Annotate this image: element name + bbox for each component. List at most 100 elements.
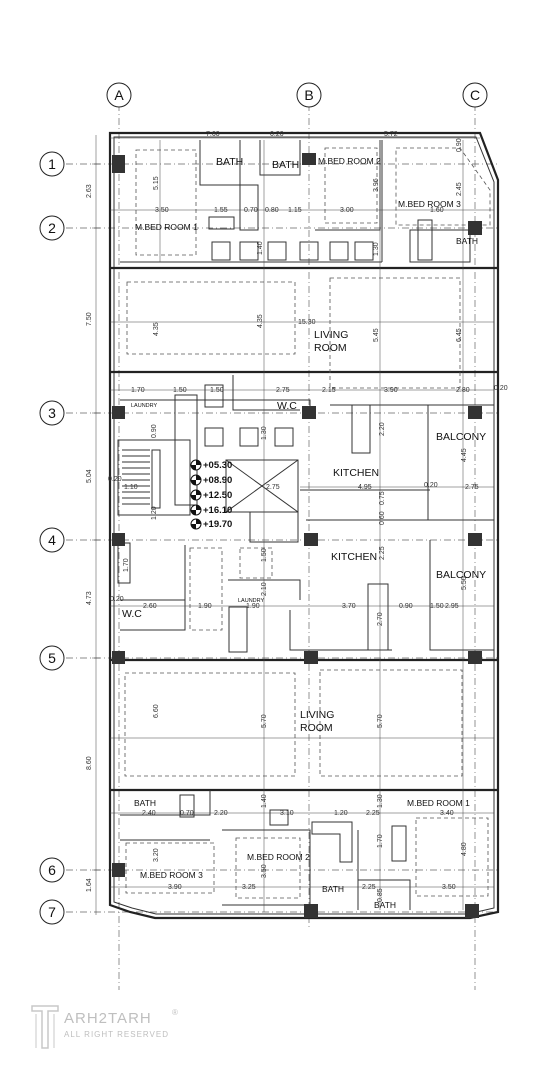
grid-label-3: 3 xyxy=(48,405,56,421)
grid-bubbles: A B C 1 2 3 4 5 6 7 xyxy=(39,82,488,925)
room-kitchen-top: KITCHEN xyxy=(333,467,379,479)
svg-text:1.20: 1.20 xyxy=(334,810,348,817)
svg-text:2.15: 2.15 xyxy=(322,387,336,394)
svg-text:5.70: 5.70 xyxy=(377,714,384,728)
room-kitchen-bottom: KITCHEN xyxy=(331,551,377,563)
svg-text:0.70: 0.70 xyxy=(180,810,194,817)
svg-text:1.10: 1.10 xyxy=(124,484,138,491)
grid-label-c: C xyxy=(470,87,480,103)
svg-text:1.50: 1.50 xyxy=(430,603,444,610)
room-living-top-2: ROOM xyxy=(314,342,347,354)
svg-text:3.50: 3.50 xyxy=(155,207,169,214)
level-markers: +05.30 +08.90 +12.50 +16.10 +19.70 xyxy=(190,459,232,530)
svg-text:1.50: 1.50 xyxy=(261,548,268,562)
room-balcony-top: BALCONY xyxy=(436,431,486,443)
svg-text:7.60: 7.60 xyxy=(206,131,220,138)
room-living-bottom: LIVING xyxy=(300,709,334,721)
dimension-texts: 7.60 0.20 5.72 3.50 1.55 0.70 0.80 1.15 … xyxy=(108,131,508,902)
svg-text:1.70: 1.70 xyxy=(123,558,130,572)
svg-text:3.40: 3.40 xyxy=(440,810,454,817)
svg-text:5.04: 5.04 xyxy=(86,469,93,483)
svg-text:3.50: 3.50 xyxy=(442,884,456,891)
svg-text:1.70: 1.70 xyxy=(377,834,384,848)
svg-text:1.50: 1.50 xyxy=(210,387,224,394)
room-wc-bottom: W.C xyxy=(122,608,142,620)
svg-text:3.10: 3.10 xyxy=(280,810,294,817)
svg-text:3.90: 3.90 xyxy=(168,884,182,891)
room-laundry-bottom: LAUNDRY xyxy=(238,598,265,604)
columns xyxy=(112,153,482,918)
svg-text:15.30: 15.30 xyxy=(298,319,316,326)
svg-text:1.50: 1.50 xyxy=(173,387,187,394)
svg-text:0.60: 0.60 xyxy=(379,511,386,525)
svg-text:5.15: 5.15 xyxy=(153,176,160,190)
grid-label-7: 7 xyxy=(48,904,56,920)
svg-text:3.00: 3.00 xyxy=(340,207,354,214)
svg-text:3.96: 3.96 xyxy=(373,178,380,192)
room-living-top: LIVING xyxy=(314,329,348,341)
svg-text:4.35: 4.35 xyxy=(153,322,160,336)
svg-text:1.70: 1.70 xyxy=(131,387,145,394)
svg-text:1.15: 1.15 xyxy=(288,207,302,214)
svg-text:0.20: 0.20 xyxy=(108,476,122,483)
room-labels: BATH BATH M.BED ROOM 2 M.BED ROOM 3 BATH… xyxy=(122,156,486,910)
svg-text:2.75: 2.75 xyxy=(266,484,280,491)
grid-lines xyxy=(66,104,500,990)
svg-text:1.90: 1.90 xyxy=(198,603,212,610)
dimension-lines xyxy=(110,137,494,912)
room-wc-top: W.C xyxy=(277,400,297,412)
svg-text:1.30: 1.30 xyxy=(261,426,268,440)
svg-text:1.60: 1.60 xyxy=(430,207,444,214)
room-balcony-bottom: BALCONY xyxy=(436,569,486,581)
svg-text:2.40: 2.40 xyxy=(142,810,156,817)
svg-text:2.80: 2.80 xyxy=(456,387,470,394)
stair xyxy=(117,439,191,516)
svg-text:2.25: 2.25 xyxy=(379,546,386,560)
svg-text:2.10: 2.10 xyxy=(261,582,268,596)
svg-text:2.63: 2.63 xyxy=(86,184,93,198)
svg-text:2.25: 2.25 xyxy=(362,884,376,891)
svg-text:1.55: 1.55 xyxy=(214,207,228,214)
svg-text:0.85: 0.85 xyxy=(377,888,384,902)
svg-text:1.90: 1.90 xyxy=(246,603,260,610)
logo-mark-icon xyxy=(31,1005,59,1049)
room-bath-1: BATH xyxy=(216,156,243,168)
svg-text:2.45: 2.45 xyxy=(456,182,463,196)
logo-brand: ARH2TARH xyxy=(64,1010,152,1027)
level-2: +08.90 xyxy=(203,475,232,486)
left-dimension-chain: 2.63 7.50 5.04 4.73 8.60 1.64 xyxy=(86,135,100,915)
svg-text:0.90: 0.90 xyxy=(399,603,413,610)
ceiling-outlines xyxy=(124,147,491,899)
svg-text:7.50: 7.50 xyxy=(86,312,93,326)
svg-text:3.20: 3.20 xyxy=(153,848,160,862)
svg-text:0.75: 0.75 xyxy=(379,491,386,505)
svg-text:0.20: 0.20 xyxy=(270,131,284,138)
svg-text:4.80: 4.80 xyxy=(461,842,468,856)
room-laundry-top: LAUNDRY xyxy=(131,403,158,409)
room-mbed2-top: M.BED ROOM 2 xyxy=(318,156,381,166)
svg-text:1.30: 1.30 xyxy=(373,242,380,256)
svg-text:0.70: 0.70 xyxy=(244,207,258,214)
svg-text:5.70: 5.70 xyxy=(261,714,268,728)
room-bath-3: BATH xyxy=(456,236,478,246)
room-mbed3-bottom: M.BED ROOM 3 xyxy=(140,870,203,880)
fixtures xyxy=(117,184,433,863)
svg-text:0.80: 0.80 xyxy=(265,207,279,214)
room-mbed3-top: M.BED ROOM 3 xyxy=(398,199,461,209)
interior-walls xyxy=(120,140,494,910)
svg-text:2.60: 2.60 xyxy=(143,603,157,610)
grid-label-a: A xyxy=(114,87,124,103)
room-bath-2: BATH xyxy=(272,159,299,171)
svg-text:5.50: 5.50 xyxy=(461,576,468,590)
svg-text:1.40: 1.40 xyxy=(261,794,268,808)
svg-text:2.75: 2.75 xyxy=(465,484,479,491)
grid-label-6: 6 xyxy=(48,862,56,878)
svg-text:2.75: 2.75 xyxy=(276,387,290,394)
level-5: +19.70 xyxy=(203,519,232,530)
svg-text:2.70: 2.70 xyxy=(377,612,384,626)
svg-text:1.20: 1.20 xyxy=(151,506,158,520)
svg-text:0.90: 0.90 xyxy=(151,424,158,438)
grid-label-b: B xyxy=(304,87,313,103)
svg-text:0.20: 0.20 xyxy=(424,482,438,489)
svg-text:0.20: 0.20 xyxy=(494,385,508,392)
